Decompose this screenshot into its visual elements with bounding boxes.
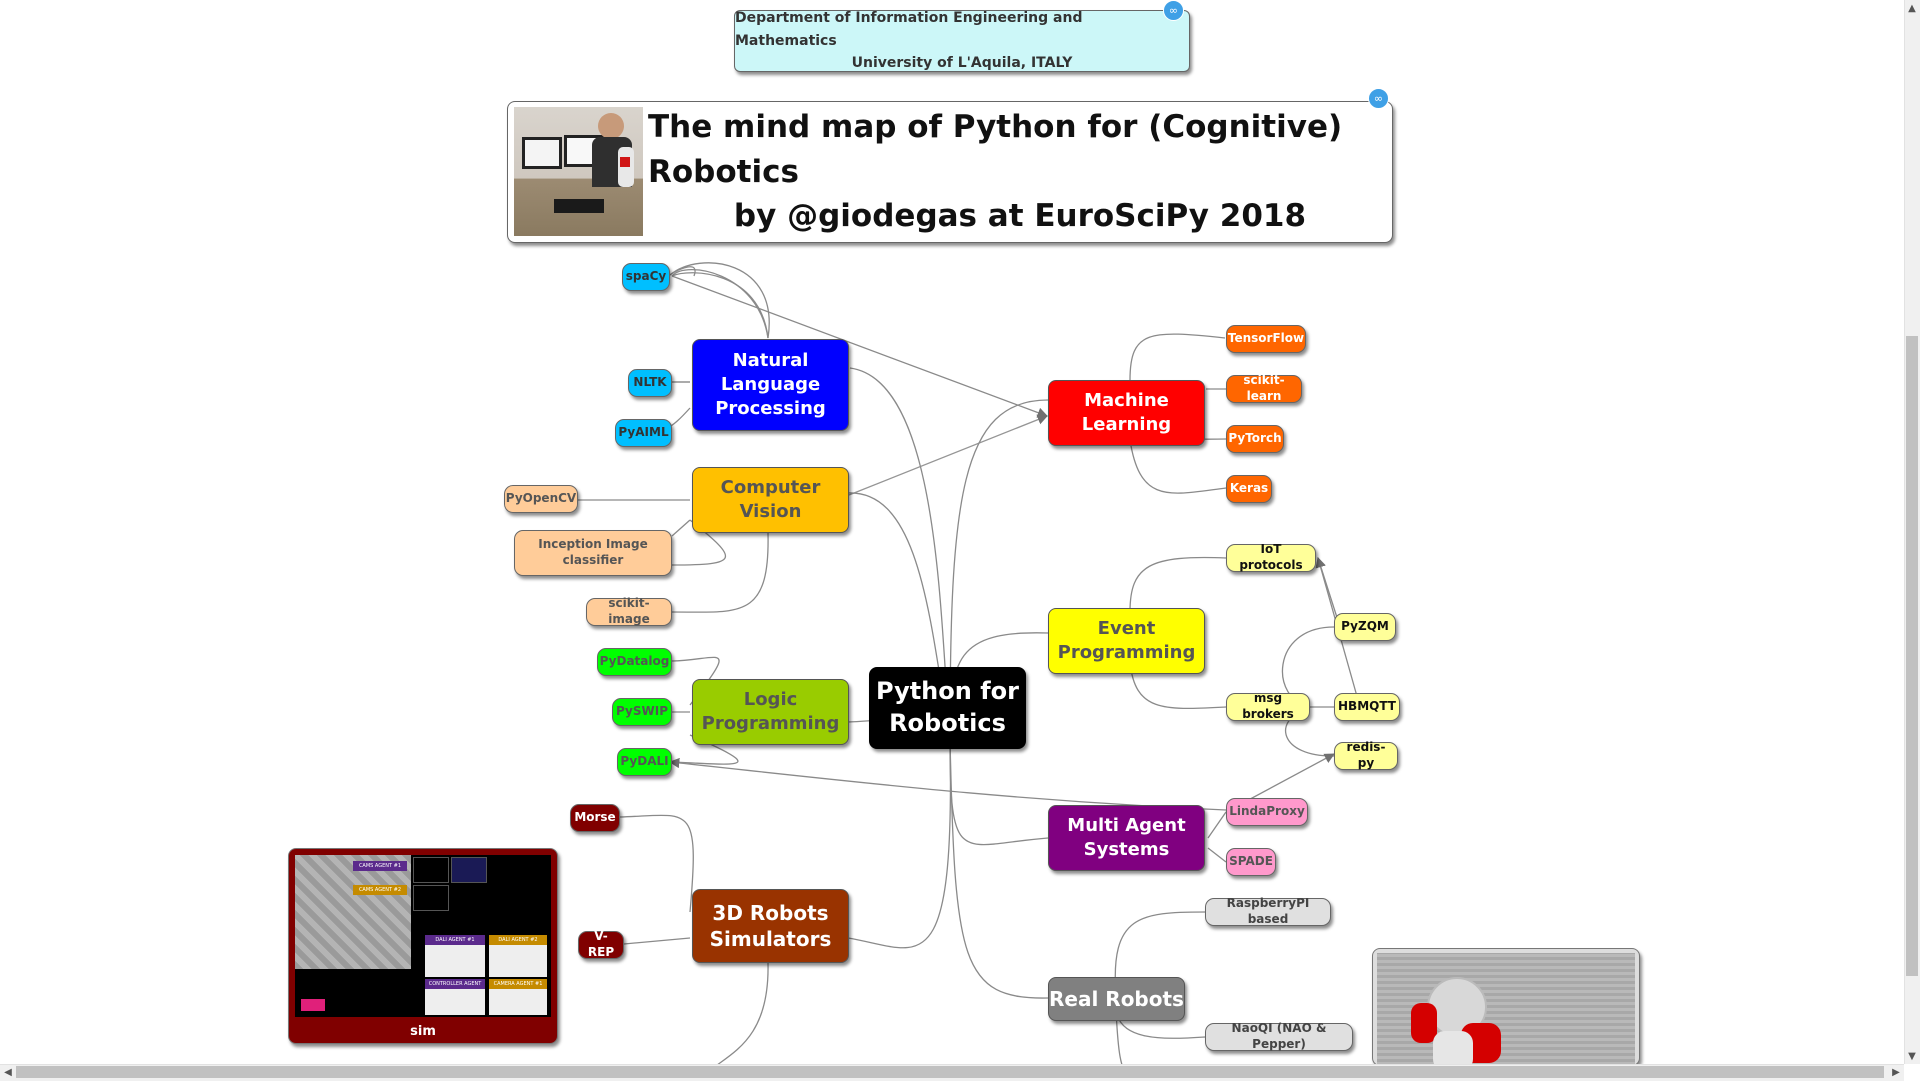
sim-label: DALI AGENT #1 — [425, 935, 485, 945]
title-line-1: The mind map of Python for (Cognitive) R… — [648, 108, 1343, 190]
branch-nlp[interactable]: Natural Language Processing — [692, 339, 849, 431]
leaf-lindaproxy[interactable]: LindaProxy — [1226, 798, 1308, 826]
leaf-msg-brokers[interactable]: msg brokers — [1226, 691, 1310, 721]
leaf-naoqi[interactable]: NaoQI (NAO & Pepper) — [1205, 1021, 1353, 1051]
scroll-down-icon[interactable]: ▼ — [1908, 1050, 1916, 1062]
branch-computer-vision[interactable]: Computer Vision — [692, 467, 849, 533]
scroll-right-icon[interactable]: ▶ — [1892, 1066, 1900, 1078]
department-header[interactable]: Department of Information Engineering an… — [734, 10, 1190, 72]
leaf-vrep[interactable]: V-REP — [578, 929, 624, 959]
leaf-pyzqm[interactable]: PyZQM — [1334, 613, 1396, 641]
branch-cv-line: Vision — [739, 501, 802, 522]
sim-image-caption: sim — [410, 1024, 436, 1039]
branch-event-line: Programming — [1057, 642, 1196, 663]
leaf-morse[interactable]: Morse — [570, 804, 620, 832]
leaf-inception-line: classifier — [562, 553, 624, 567]
sim-label: CONTROLLER AGENT #1 — [425, 979, 485, 997]
leaf-pyswip[interactable]: PySWIP — [612, 698, 672, 726]
leaf-nltk[interactable]: NLTK — [628, 369, 672, 397]
branch-nlp-line: Natural — [732, 350, 809, 372]
branch-logic-line: Logic — [743, 689, 798, 711]
horizontal-scrollbar-thumb[interactable] — [16, 1066, 1884, 1078]
branch-3d-simulators[interactable]: 3D Robots Simulators — [692, 889, 849, 963]
university-name: University of L'Aquila, ITALY — [851, 55, 1073, 72]
sim-screenshot: CAMS AGENT #1 CAMS AGENT #2 DALI AGENT #… — [295, 855, 551, 1017]
branch-event-programming[interactable]: Event Programming — [1048, 608, 1205, 674]
branch-ml-line: Learning — [1081, 414, 1172, 435]
branch-mas-line: Systems — [1083, 839, 1170, 860]
branch-real-line: Real Robots — [1049, 986, 1184, 1011]
leaf-scikit-image[interactable]: scikit-image — [586, 596, 672, 626]
scroll-up-icon[interactable]: ▲ — [1908, 2, 1916, 14]
branch-sim-line: 3D Robots — [712, 900, 829, 925]
branch-logic-programming[interactable]: Logic Programming — [692, 679, 849, 745]
leaf-inception-line: Inception Image — [538, 537, 648, 552]
branch-nlp-line: Processing — [715, 397, 826, 419]
sim-image-node[interactable]: CAMS AGENT #1 CAMS AGENT #2 DALI AGENT #… — [288, 848, 558, 1044]
central-node[interactable]: Python for Robotics — [869, 667, 1026, 749]
robot-photo-node[interactable] — [1372, 948, 1640, 1066]
sim-label: CAMERA AGENT #1 — [489, 979, 547, 989]
leaf-pyopencv[interactable]: PyOpenCV — [504, 485, 578, 513]
leaf-scikit-learn[interactable]: scikit-learn — [1226, 373, 1302, 403]
branch-event-line: Event — [1097, 618, 1156, 640]
branch-mas-line: Multi Agent — [1067, 815, 1186, 837]
sim-label: CAMS AGENT #1 — [353, 861, 407, 871]
leaf-iot-protocols[interactable]: IoT protocols — [1226, 542, 1316, 572]
branch-multi-agent[interactable]: Multi Agent Systems — [1048, 805, 1205, 871]
author-photo — [514, 107, 643, 236]
branch-logic-line: Programming — [701, 713, 840, 734]
title-line-2: by @giodegas at EuroSciPy 2018 — [733, 198, 1307, 235]
leaf-tensorflow[interactable]: TensorFlow — [1226, 325, 1306, 353]
link-icon[interactable]: ∞ — [1163, 0, 1184, 21]
branch-cv-line: Computer — [720, 477, 821, 499]
leaf-pydatalog[interactable]: PyDatalog — [597, 648, 672, 676]
leaf-pydali[interactable]: PyDALI — [617, 748, 672, 776]
leaf-raspberrypi[interactable]: RaspberryPI based — [1205, 896, 1331, 926]
link-icon[interactable]: ∞ — [1368, 88, 1389, 109]
leaf-inception[interactable]: Inception Image classifier — [514, 530, 672, 576]
leaf-pytorch[interactable]: PyTorch — [1226, 425, 1284, 453]
branch-real-robots[interactable]: Real Robots — [1048, 977, 1185, 1021]
title-node[interactable]: The mind map of Python for (Cognitive) R… — [507, 101, 1393, 243]
scroll-left-icon[interactable]: ◀ — [4, 1066, 12, 1078]
leaf-spade[interactable]: SPADE — [1226, 848, 1276, 876]
branch-sim-line: Simulators — [709, 927, 832, 951]
vertical-scrollbar-thumb[interactable] — [1906, 336, 1918, 976]
central-node-line-1: Python for — [876, 677, 1019, 706]
sim-label: DALI AGENT #2 — [489, 935, 547, 945]
leaf-pyaiml[interactable]: PyAIML — [615, 419, 672, 447]
central-node-line-2: Robotics — [889, 709, 1006, 737]
branch-nlp-line: Language — [720, 374, 821, 396]
sim-label: CAMS AGENT #2 — [353, 885, 407, 895]
robot-photo — [1377, 953, 1635, 1065]
department-name: Department of Information Engineering an… — [735, 10, 1083, 49]
leaf-redis-py[interactable]: redis-py — [1334, 740, 1398, 770]
branch-machine-learning[interactable]: Machine Learning — [1048, 380, 1205, 446]
leaf-hbmqtt[interactable]: HBMQTT — [1334, 693, 1400, 721]
leaf-keras[interactable]: Keras — [1226, 475, 1272, 503]
branch-ml-line: Machine — [1084, 390, 1169, 412]
leaf-spacy[interactable]: spaCy — [622, 263, 670, 291]
